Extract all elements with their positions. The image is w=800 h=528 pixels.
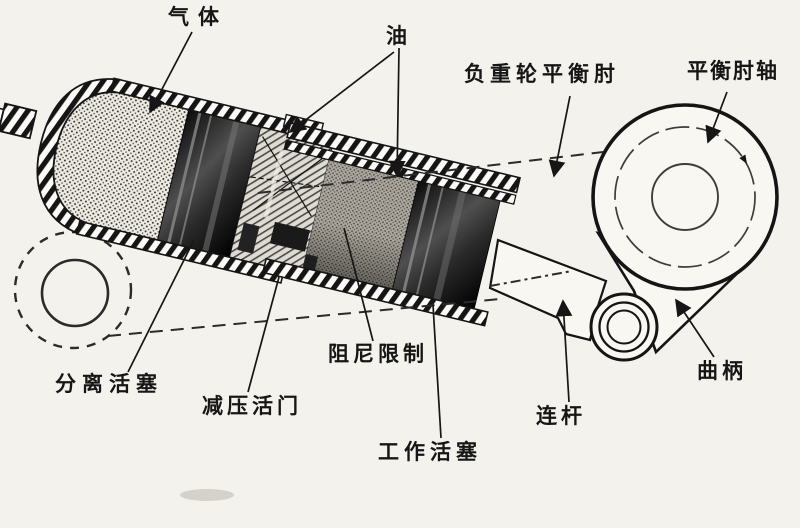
rotation-arrowhead-icon: [739, 154, 747, 164]
damping-step: [303, 254, 319, 271]
leader-separator-piston: [127, 239, 195, 373]
separator-piston: [157, 109, 262, 258]
leader-relief-valve: [247, 276, 280, 393]
oil-region: [303, 159, 419, 290]
hub-pitch-circle: [614, 126, 756, 268]
label-working-piston: 工作活塞: [378, 439, 482, 464]
lower-dashed-line: [107, 298, 501, 337]
shock-absorber-cylinder: [0, 77, 522, 327]
label-roadwheel-balance-arm: 负重轮平衡肘: [464, 61, 620, 86]
label-pressure-relief-valve: 减压活门: [202, 393, 302, 418]
leader-oil-diagonal: [288, 51, 395, 134]
label-damping-limit: 阻尼限制: [328, 341, 428, 366]
rod-eyelet: [589, 292, 659, 362]
leader-damping-limit: [343, 227, 374, 342]
connecting-rod-body: [488, 238, 608, 342]
print-smudge: [180, 489, 234, 501]
leader-oil-vertical: [388, 47, 406, 178]
charging-valve-nipple: [0, 102, 38, 140]
label-separator-piston: 分离活塞: [55, 371, 163, 396]
label-oil: 油: [386, 23, 411, 48]
leader-working-piston: [432, 304, 442, 439]
construction-lines: [107, 151, 604, 337]
leader-connecting-rod: [555, 299, 573, 403]
label-gas: 气体: [168, 4, 228, 29]
label-connecting-rod: 连杆: [536, 403, 586, 428]
balance-axle-hub: [591, 103, 779, 291]
leader-crank: [675, 298, 715, 358]
leader-lines: [127, 31, 728, 439]
leader-balance-arm: [548, 95, 571, 178]
upper-dashed-line: [257, 151, 604, 194]
label-balance-arm-axle: 平衡肘轴: [687, 58, 779, 83]
rod-centerline: [489, 270, 573, 287]
leader-gas: [149, 31, 193, 114]
leader-axle: [705, 91, 728, 144]
working-piston: [392, 180, 501, 310]
label-crank: 曲柄: [697, 358, 747, 383]
